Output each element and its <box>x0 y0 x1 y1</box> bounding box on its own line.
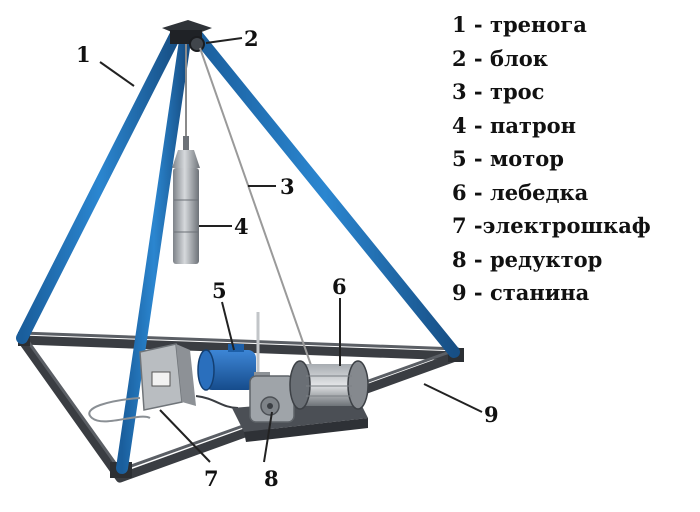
tripod-legs <box>16 28 460 474</box>
legend-item-9: 9 - станина <box>452 280 590 305</box>
legend-item-4: 4 - патрон <box>452 112 577 138</box>
callout-3: 3 <box>280 174 295 199</box>
legend-item-8: 8 - редуктор <box>452 246 603 272</box>
legend-item-6: 6 - лебедка <box>452 179 589 205</box>
winch-drum <box>289 360 369 410</box>
leader-7 <box>159 409 211 463</box>
leader-1 <box>99 61 135 87</box>
callout-6: 6 <box>332 274 347 299</box>
legend-list: 1 - тренога 2 - блок 3 - трос 4 - патрон… <box>452 8 651 310</box>
callout-7: 7 <box>204 466 219 491</box>
top-pulley-block <box>162 20 212 52</box>
callout-1: 1 <box>76 42 91 67</box>
callout-9: 9 <box>484 402 499 427</box>
callout-5: 5 <box>212 278 227 303</box>
electric-cabinet <box>88 343 239 423</box>
legend-item-1: 1 - тренога <box>452 12 587 37</box>
leader-9 <box>423 383 483 413</box>
leader-lines <box>99 37 483 463</box>
leader-5 <box>221 301 235 351</box>
legend-item-5: 5 - мотор <box>452 146 564 171</box>
legend-item-2: 2 - блок <box>452 45 548 71</box>
callout-8: 8 <box>264 466 279 491</box>
cables <box>185 44 313 369</box>
legend-item-7: 7 -электрошкаф <box>452 213 651 238</box>
callout-4: 4 <box>234 214 249 239</box>
callout-2: 2 <box>244 26 259 51</box>
drill-chuck <box>172 136 200 264</box>
leader-2 <box>205 37 243 44</box>
leader-8 <box>263 411 273 463</box>
legend-item-3: 3 - трос <box>452 79 545 104</box>
callout-numbers: 1 2 3 4 5 6 7 8 9 <box>76 26 499 491</box>
